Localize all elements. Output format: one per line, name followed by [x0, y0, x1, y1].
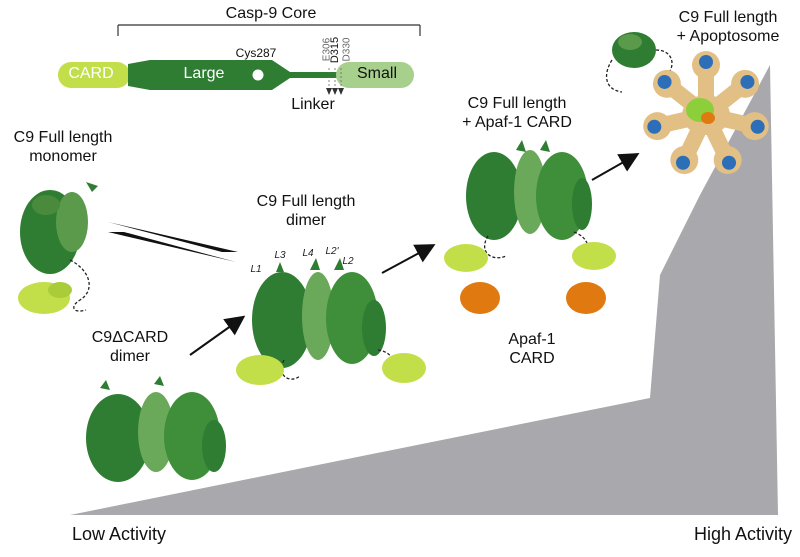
arrow-dimer-to-apaf	[381, 244, 436, 274]
apoptosome-arm-blue-domain	[657, 74, 672, 89]
loop-label-l2: L2	[342, 256, 354, 267]
monomer-label: C9 Full length monomer	[13, 129, 113, 165]
dimer-label: C9 Full length dimer	[256, 193, 356, 229]
site-d315-label: D315	[329, 36, 341, 64]
apaf-card-complex-structure	[444, 140, 616, 314]
loop-label-l2prime: L2'	[325, 246, 339, 257]
card-segment	[58, 62, 130, 88]
dcard-dimer-label: C9ΔCARD dimer	[91, 329, 169, 365]
equilibrium-arrows	[108, 222, 238, 262]
large-segment	[128, 60, 290, 90]
monomer-structure	[18, 182, 98, 314]
linker-segment	[290, 72, 342, 78]
apoptosome-structure	[605, 32, 769, 175]
site-d330-label: D330	[341, 37, 353, 62]
linker-label: Linker	[291, 96, 335, 113]
apoptosome-arm-blue-domain	[740, 74, 755, 89]
activity-ramp	[70, 65, 778, 515]
small-segment-label: Small	[356, 65, 397, 82]
apoptosome-arm-blue-domain	[750, 119, 765, 134]
cys287-marker	[252, 69, 264, 81]
small-segment	[336, 62, 414, 88]
high-activity-label: High Activity	[693, 524, 792, 544]
apoptosome-arm-blue-domain	[721, 155, 736, 170]
loop-label-l1: L1	[250, 264, 262, 275]
cleavage-site-markers	[326, 88, 344, 95]
large-segment-label: Large	[183, 65, 225, 82]
apoptosome-complex-label: C9 Full length + Apoptosome	[676, 9, 780, 45]
apaf-card-label: Apaf-1 CARD	[508, 331, 556, 367]
apaf-card-complex-label: C9 Full length + Apaf-1 CARD	[462, 95, 572, 131]
arrow-apaf-to-apoptosome	[591, 153, 640, 181]
low-activity-label: Low Activity	[72, 524, 167, 544]
apoptosome-arm-blue-domain	[647, 119, 662, 134]
loop-label-l4: L4	[302, 248, 314, 259]
card-segment-label: CARD	[68, 65, 114, 82]
dcard-dimer-structure	[86, 376, 226, 482]
apoptosome-arm-blue-domain	[699, 55, 713, 69]
cys287-label: Cys287	[235, 46, 277, 60]
arrow-dcard-to-dimer	[189, 315, 246, 356]
core-label: Casp-9 Core	[225, 5, 317, 22]
dimer-structure	[236, 258, 426, 385]
apaf-card-left	[460, 282, 500, 314]
apoptosome-arm-blue-domain	[676, 155, 691, 170]
apaf-card-right	[566, 282, 606, 314]
loop-label-l3: L3	[274, 250, 286, 261]
domain-bar	[58, 24, 421, 95]
